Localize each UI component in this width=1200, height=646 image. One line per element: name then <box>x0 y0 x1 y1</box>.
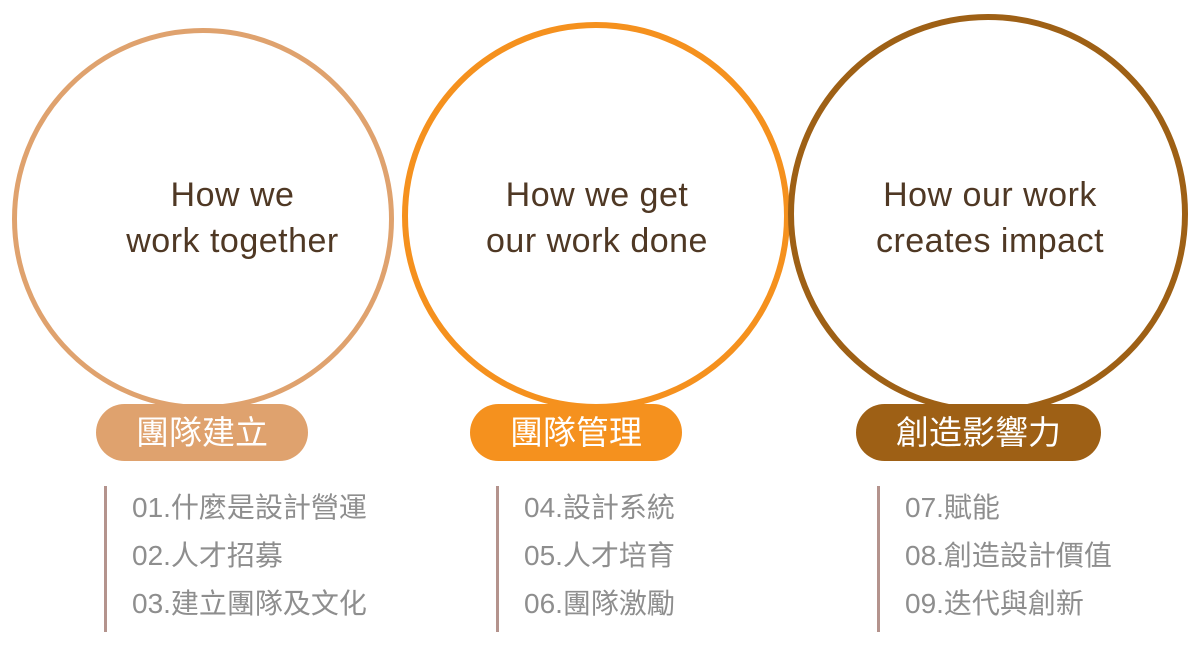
title-line: our work done <box>486 222 708 260</box>
list-item: 05.人才培育 <box>524 540 675 571</box>
list-item: 07.賦能 <box>905 492 1000 523</box>
list-divider-line <box>877 486 880 632</box>
title-line: How we get <box>505 176 689 214</box>
circle-title-create-impact: How our work creates impact <box>790 172 1190 264</box>
topic-list-team-building: 01.什麼是設計營運 02.人才招募 03.建立團隊及文化 <box>132 484 367 628</box>
list-item: 02.人才招募 <box>132 540 283 571</box>
list-divider-line <box>104 486 107 632</box>
list-item: 03.建立團隊及文化 <box>132 588 367 619</box>
title-line: work together <box>126 222 339 260</box>
title-line: How we <box>170 176 295 214</box>
list-item: 01.什麼是設計營運 <box>132 492 367 523</box>
list-item: 08.創造設計價值 <box>905 540 1112 571</box>
title-line: creates impact <box>875 222 1105 260</box>
list-item: 04.設計系統 <box>524 492 675 523</box>
topic-list-create-impact: 07.賦能 08.創造設計價值 09.迭代與創新 <box>905 484 1112 628</box>
topic-list-team-management: 04.設計系統 05.人才培育 06.團隊激勵 <box>524 484 675 628</box>
list-divider-line <box>496 486 499 632</box>
category-badge-team-building: 團隊建立 <box>96 404 308 461</box>
circle-title-team-building: How we work together <box>40 172 425 264</box>
category-badge-team-management: 團隊管理 <box>470 404 682 461</box>
list-item: 06.團隊激勵 <box>524 588 675 619</box>
circle-title-team-management: How we get our work done <box>400 172 794 264</box>
list-item: 09.迭代與創新 <box>905 588 1084 619</box>
title-line: How our work <box>883 176 1097 214</box>
category-badge-create-impact: 創造影響力 <box>856 404 1101 461</box>
